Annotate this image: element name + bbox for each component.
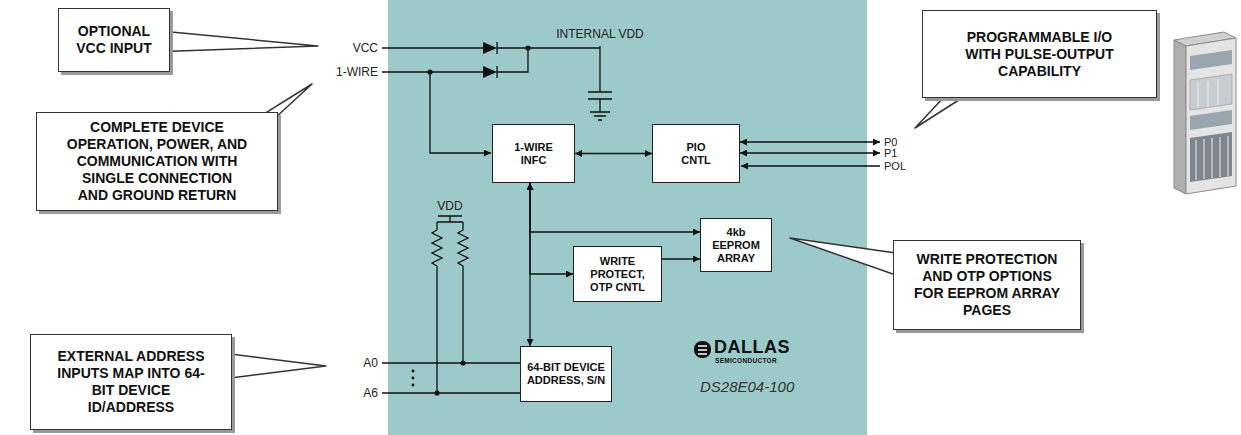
- junction-dot: [427, 69, 432, 74]
- wires: [382, 42, 880, 393]
- rack-photo: [1174, 32, 1236, 194]
- rack-shelf: [1190, 74, 1232, 110]
- resistor-symbol: [432, 222, 442, 393]
- pin-name: A6: [363, 386, 378, 400]
- part-number: DS28E04-100: [700, 378, 794, 395]
- callout-tail: [150, 30, 318, 52]
- callout-tails: [150, 30, 990, 380]
- function-block: 1-WIRE INFC: [492, 124, 575, 183]
- pin-name: A0: [363, 356, 378, 370]
- address-wire: [382, 363, 520, 393]
- signal-name: VDD: [437, 199, 462, 213]
- ellipsis-dot: [412, 377, 415, 380]
- diode-symbol: [483, 66, 497, 78]
- rack-shelf: [1190, 50, 1232, 70]
- callout-text: EXTERNAL ADDRESS INPUTS MAP INTO 64-BIT …: [51, 348, 211, 416]
- one-wire-feed: [430, 72, 491, 153]
- function-block: 64-BIT DEVICE ADDRESS, S/N: [520, 346, 612, 402]
- bus-connector: [575, 153, 652, 154]
- ellipsis-dot: [412, 384, 415, 387]
- callout-tail: [215, 352, 326, 380]
- callout-text: OPTIONAL VCC INPUT: [73, 23, 155, 57]
- callout-text: PROGRAMMABLE I/O WITH PULSE-OUTPUT CAPAB…: [955, 29, 1125, 80]
- pin-name: P0: [884, 137, 897, 148]
- bus-connector: [530, 183, 573, 274]
- pin-name: POL: [884, 161, 906, 172]
- bus-connector: [662, 258, 700, 259]
- callout-box: EXTERNAL ADDRESS INPUTS MAP INTO 64-BIT …: [30, 334, 232, 430]
- one-wire-wire: [382, 48, 528, 72]
- junction-dot: [434, 390, 439, 395]
- brand-subtitle: SEMICONDUCTOR: [715, 357, 777, 364]
- junction-dot: [525, 45, 530, 50]
- block-label: 64-BIT DEVICE ADDRESS, S/N: [524, 361, 608, 387]
- capacitor-symbol: [588, 46, 612, 120]
- callout-tail: [790, 238, 910, 280]
- ellipsis-dot: [412, 370, 415, 373]
- block-label: PIO CNTL: [676, 141, 716, 167]
- rack-slots: [1196, 79, 1228, 180]
- callout-text: COMPLETE DEVICE OPERATION, POWER, AND CO…: [66, 119, 249, 204]
- signal-name: INTERNAL VDD: [556, 27, 644, 41]
- pio-wire: [740, 152, 880, 153]
- function-block: PIO CNTL: [652, 124, 740, 183]
- rack-front: [1186, 38, 1236, 194]
- callout-tail: [238, 84, 312, 130]
- block-label: 4kb EEPROM ARRAY: [708, 226, 764, 265]
- bus-connector: [530, 183, 700, 232]
- callout-box: OPTIONAL VCC INPUT: [58, 8, 170, 72]
- rack-side: [1174, 40, 1186, 194]
- diode-symbol: [483, 42, 497, 54]
- logo-badge: [694, 341, 711, 358]
- pio-wire: [740, 141, 880, 142]
- diode-bar: [496, 42, 497, 78]
- resistor-symbol: [458, 222, 468, 363]
- callout-box: WRITE PROTECTION AND OTP OPTIONS FOR EEP…: [893, 240, 1081, 330]
- callout-tail: [915, 80, 990, 128]
- brand-name: DALLAS: [714, 338, 790, 356]
- callout-box: COMPLETE DEVICE OPERATION, POWER, AND CO…: [36, 112, 278, 211]
- vdd-rail: [437, 216, 463, 222]
- function-block: 4kb EEPROM ARRAY: [700, 218, 772, 272]
- callout-box: PROGRAMMABLE I/O WITH PULSE-OUTPUT CAPAB…: [922, 10, 1157, 98]
- function-block: WRITE PROTECT, OTP CNTL: [573, 246, 662, 302]
- chip-body: DS28E04-100 1-WIRE INFC PIO CNTL 4kb EEPROM…: [388, 0, 867, 435]
- logo-stripes: [698, 346, 707, 354]
- pio-wire: [741, 165, 880, 166]
- callout-text: WRITE PROTECTION AND OTP OPTIONS FOR EEP…: [914, 251, 1060, 319]
- rack-shelf: [1190, 110, 1232, 130]
- block-label: WRITE PROTECT, OTP CNTL: [587, 255, 649, 294]
- symbols: [412, 42, 531, 396]
- pin-name: 1-WIRE: [336, 65, 378, 79]
- junction-dot: [460, 360, 465, 365]
- pin-name: P1: [884, 148, 897, 159]
- pin-name: VCC: [353, 41, 378, 55]
- block-label: 1-WIRE INFC: [511, 141, 556, 167]
- logo-mark: [694, 341, 711, 358]
